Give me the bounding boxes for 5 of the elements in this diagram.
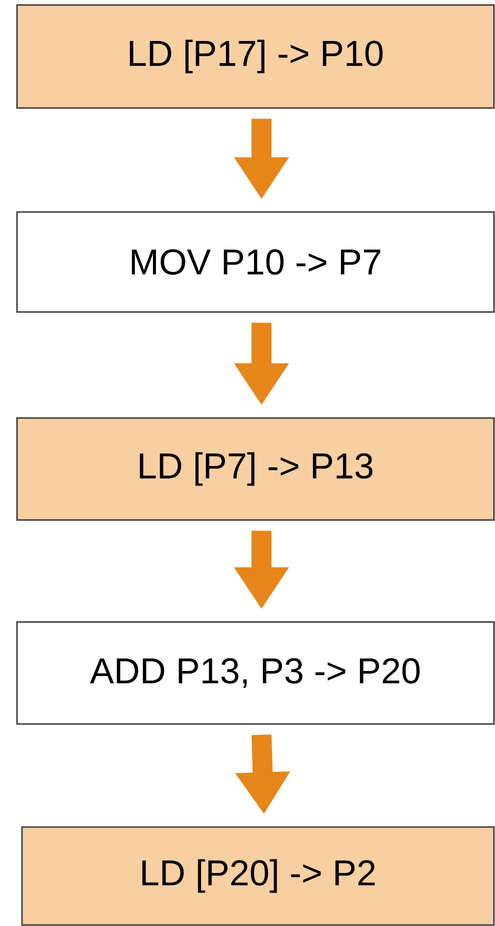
process-box: LD [P20] -> P2 (21, 826, 495, 926)
process-box: LD [P17] -> P10 (16, 4, 495, 109)
process-box: MOV P10 -> P7 (16, 211, 495, 313)
process-box: LD [P7] -> P13 (16, 417, 495, 521)
process-box: ADD P13, P3 -> P20 (16, 621, 495, 725)
